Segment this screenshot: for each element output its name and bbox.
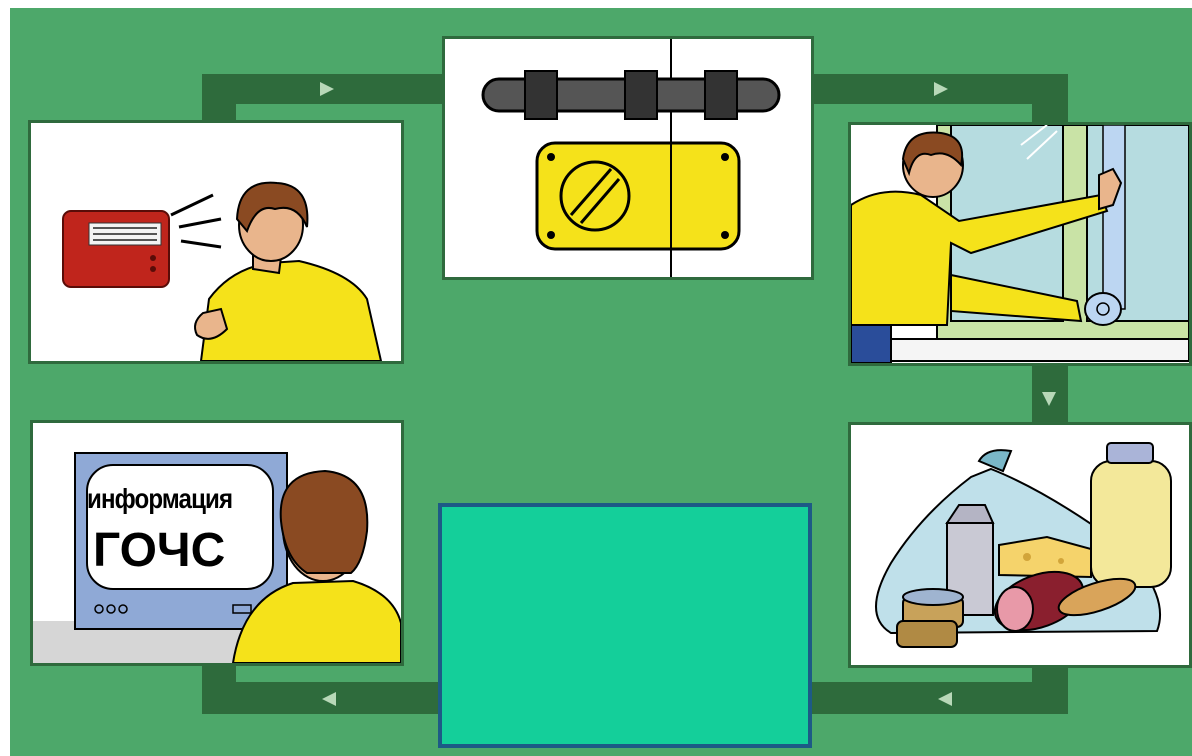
- tv-screen-line-1: информация: [87, 483, 232, 515]
- arrow-left-icon: [322, 692, 336, 706]
- frame-bottom-left-rise: [202, 662, 236, 714]
- food-supplies-illustration: [851, 425, 1189, 665]
- card-sealing-window: [848, 122, 1192, 366]
- sealing-window-illustration: [851, 125, 1189, 363]
- card-listening-alarm: [28, 120, 404, 364]
- frame-bottom-right-rise: [1032, 662, 1068, 714]
- listening-alarm-illustration: [31, 123, 401, 361]
- card-civil-defense-broadcast: информация ГОЧС: [30, 420, 404, 666]
- arrow-right-icon: [934, 82, 948, 96]
- slide: информация ГОЧС: [10, 8, 1192, 756]
- arrow-left-icon: [938, 692, 952, 706]
- card-food-supplies: [848, 422, 1192, 668]
- arrow-down-icon: [1042, 392, 1056, 406]
- tv-screen-line-2: ГОЧС: [93, 523, 225, 578]
- frame-top-left-drop: [202, 74, 236, 124]
- card-door-lock: [442, 36, 814, 280]
- door-lock-illustration: [445, 39, 811, 277]
- answer-card-placeholder[interactable]: [438, 503, 812, 748]
- arrow-right-icon: [320, 82, 334, 96]
